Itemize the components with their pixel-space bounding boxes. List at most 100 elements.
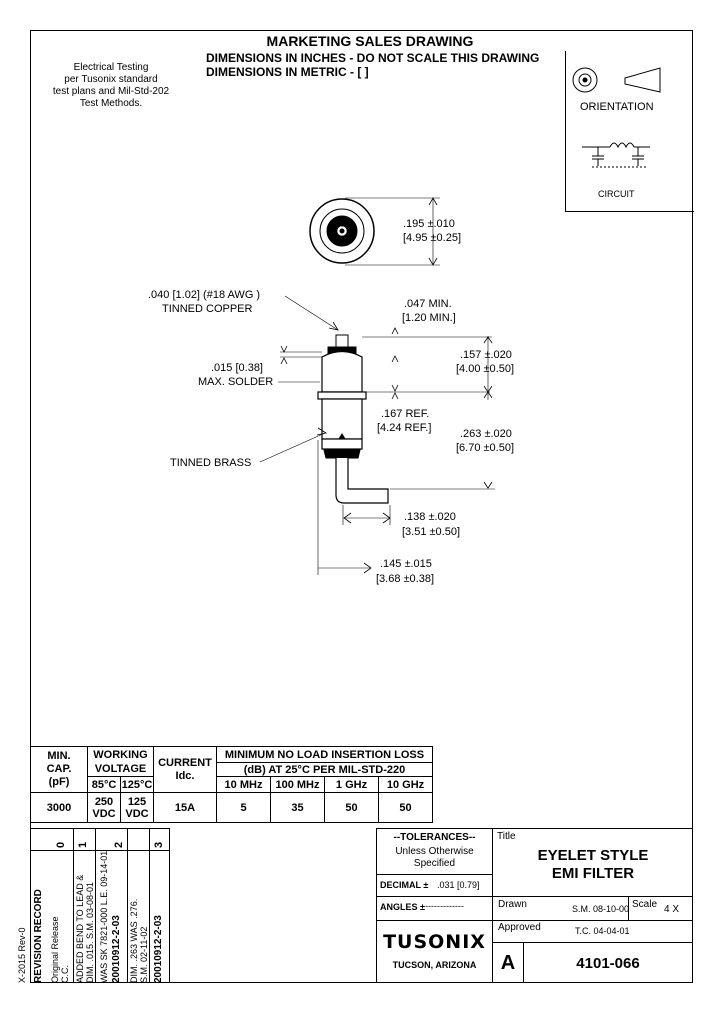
testing-note-line: test plans and Mil-Std-202	[52, 86, 170, 97]
part-title-1: EYELET STYLE	[537, 847, 649, 864]
loss-10ghz: 50	[378, 792, 433, 823]
drawn-label: Drawn	[498, 899, 527, 910]
freq-1ghz: 1 GHz	[324, 776, 379, 793]
orientation-side-view-icon	[624, 67, 661, 93]
insertion-loss-header: MINIMUM NO LOAD INSERTION LOSS	[216, 746, 433, 763]
scale-value: 4 X	[664, 904, 680, 915]
revision-record	[30, 828, 170, 983]
angles-value: --------------	[422, 901, 464, 911]
rev-num-0: 0	[55, 841, 67, 848]
specification-table: MIN. CAP. (pF) WORKING VOLTAGE CURRENT I…	[30, 746, 433, 823]
title-label: Title	[497, 831, 516, 842]
rev-3-desc: DIM. .263 WAS .276.	[129, 898, 139, 983]
temp-85: 85°C	[87, 776, 121, 793]
value-text: 125	[127, 795, 147, 808]
freq-10mhz: 10 MHz	[216, 776, 271, 793]
cap-value: 3000	[30, 792, 88, 823]
min-cap-header: MIN. CAP. (pF)	[30, 746, 88, 793]
divider	[493, 920, 693, 921]
tolerances-block	[376, 828, 493, 983]
divider	[73, 828, 74, 983]
divider	[95, 828, 96, 983]
rev-2-desc: WAS SK 7821-000 L.E. 09-14-01	[99, 850, 109, 983]
dim-167-metric: [4.24 REF.]	[377, 422, 432, 434]
part-title-2: EMI FILTER	[551, 865, 635, 882]
drawing-title: MARKETING SALES DRAWING	[266, 33, 474, 49]
scale-label: Scale	[632, 899, 658, 910]
drawing-number: 4101-066	[576, 955, 640, 972]
dim-145-metric: [3.68 ±0.38]	[376, 573, 435, 585]
divider	[30, 850, 170, 851]
dim-solder-label: MAX. SOLDER	[198, 376, 274, 388]
approved-value: T.C. 04-04-01	[575, 926, 630, 936]
tolerances-line2: Specified	[413, 858, 456, 869]
header-text: VOLTAGE	[94, 762, 147, 775]
rev-num-1: 1	[77, 841, 89, 848]
freq-10ghz: 10 GHz	[378, 776, 433, 793]
tolerances-title: --TOLERANCES--	[393, 832, 476, 843]
drawing-frame	[30, 30, 693, 983]
divider	[628, 896, 629, 920]
header-text: CURRENT	[158, 756, 212, 769]
testing-note: Electrical Testing per Tusonix standard …	[46, 62, 176, 110]
current-value: 15A	[153, 792, 217, 823]
decimal-value: .031 [0.79]	[437, 880, 480, 890]
divider	[493, 896, 693, 897]
approved-label: Approved	[498, 922, 541, 933]
divider	[149, 828, 150, 983]
divider	[376, 874, 493, 875]
orientation-label: ORIENTATION	[580, 101, 654, 113]
angles-label: ANGLES ±	[380, 902, 425, 912]
divider	[493, 942, 693, 943]
rev-num-3: 3	[153, 841, 165, 848]
form-id: X-2015 Rev-0	[17, 927, 27, 983]
rev-2-code: 20010912-2-03	[111, 915, 122, 983]
loss-10mhz: 5	[216, 792, 271, 823]
testing-note-line: Electrical Testing	[73, 62, 149, 73]
revision-record-title: REVISION RECORD	[33, 889, 44, 983]
header-text: (pF)	[48, 776, 70, 788]
circuit-label: CIRCUIT	[598, 189, 635, 199]
side-view-drawing	[259, 295, 495, 575]
title-block	[493, 828, 693, 983]
divider	[376, 896, 493, 897]
testing-note-line: per Tusonix standard	[64, 74, 158, 85]
header-text: MIN.	[47, 750, 71, 762]
dimensions-note-2: DIMENSIONS IN METRIC - [ ]	[206, 65, 369, 79]
loss-1ghz: 50	[324, 792, 379, 823]
rev-0-by: C.C.	[60, 965, 70, 983]
rev-1-desc: ADDED BEND TO LEAD &	[75, 874, 85, 983]
label-tinned-brass: TINNED BRASS	[170, 457, 252, 469]
circuit-pi-filter-icon	[582, 142, 650, 168]
company-logo: TUSONIX	[383, 931, 486, 953]
dim-138: .138 ±.020	[404, 511, 456, 523]
orientation-end-view-icon	[572, 67, 598, 93]
insertion-loss-subheader: (dB) AT 25°C PER MIL-STD-220	[216, 762, 433, 777]
dim-167: .167 REF.	[381, 408, 430, 420]
rev-num-2: 2	[113, 841, 125, 848]
rev-3-code: 20010912-2-03	[153, 915, 164, 983]
working-voltage-header: WORKING VOLTAGE	[87, 746, 154, 777]
dim-solder: .015 [0.38]	[211, 362, 263, 374]
value-text: VDC	[92, 807, 116, 820]
dim-145: .145 ±.015	[380, 558, 432, 570]
tolerances-line1: Unless Otherwise	[395, 846, 474, 857]
company-location: TUCSON, ARIZONA	[392, 960, 477, 970]
dim-diameter-metric: [4.95 ±0.25]	[403, 232, 462, 244]
loss-100mhz: 35	[270, 792, 325, 823]
dim-wire: .040 [1.02] (#18 AWG )	[148, 289, 261, 301]
dim-263: .263 ±.020	[460, 428, 512, 440]
divider	[376, 920, 493, 921]
testing-note-line: Test Methods.	[79, 98, 143, 109]
current-header: CURRENT Idc.	[153, 746, 217, 793]
dim-138-metric: [3.51 ±0.50]	[402, 526, 461, 538]
dimensions-note-1: DIMENSIONS IN INCHES - DO NOT SCALE THIS…	[206, 51, 540, 65]
header-text: WORKING	[93, 748, 148, 761]
rev-0-desc: Original Release	[50, 916, 60, 983]
dim-wire-material: TINNED COPPER	[162, 303, 253, 315]
temp-125: 125°C	[120, 776, 154, 793]
divider	[523, 942, 524, 983]
dim-157: .157 ±.020	[460, 349, 512, 361]
freq-100mhz: 100 MHz	[270, 776, 325, 793]
dim-157-metric: [4.00 ±0.50]	[456, 363, 515, 375]
